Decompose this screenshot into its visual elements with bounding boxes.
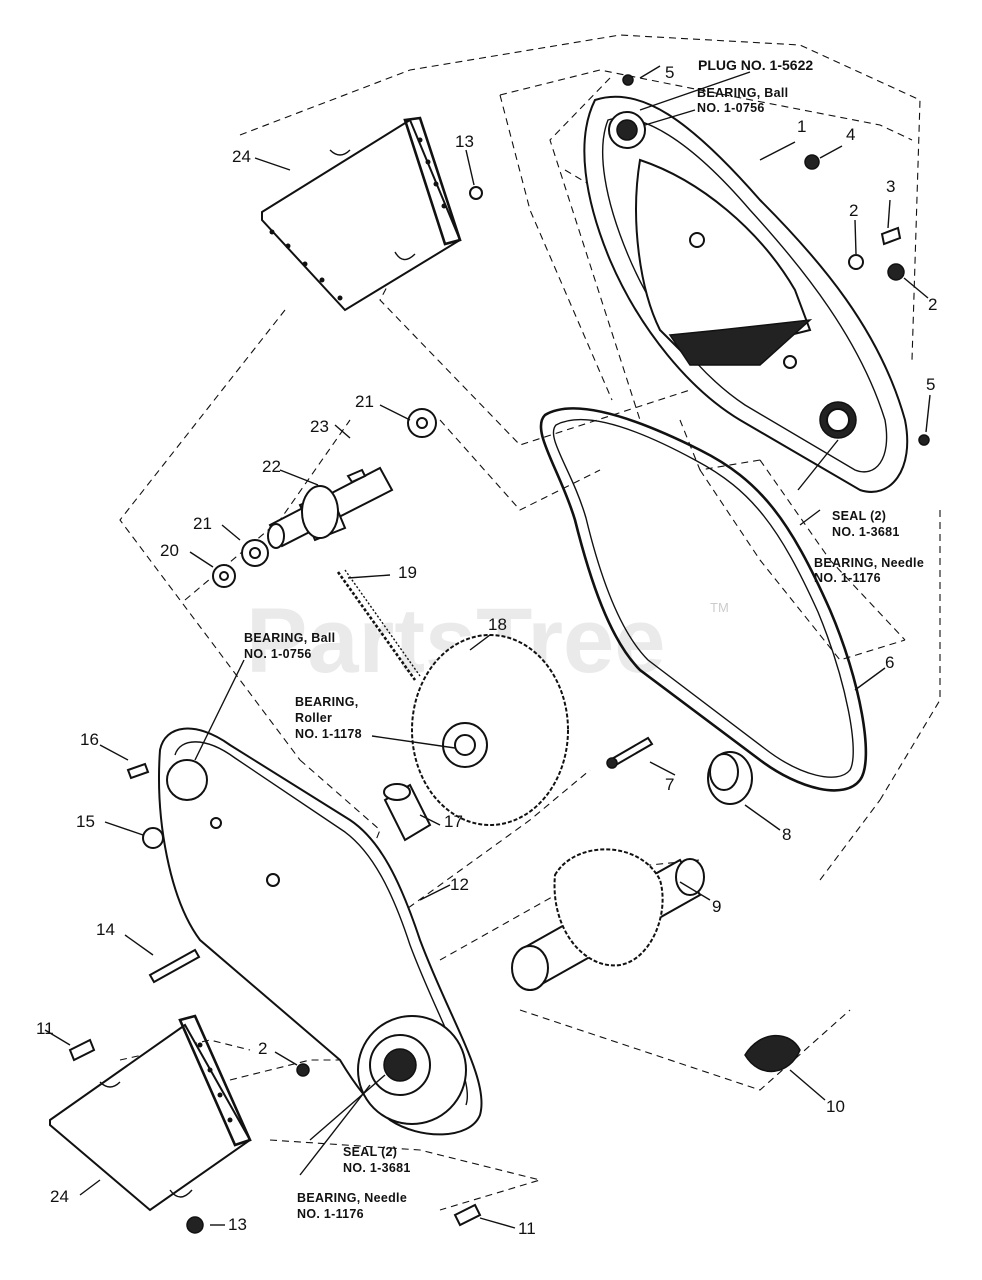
callout-6: 6 <box>885 653 894 672</box>
callout-23: 23 <box>310 417 329 436</box>
part-9-gear-shaft <box>511 848 705 991</box>
note-seal-right-2: NO. 1-3681 <box>832 525 900 539</box>
part-8-bearing <box>707 751 753 805</box>
callout-24-bottom: 24 <box>50 1187 69 1206</box>
note-seal-bottom-1: SEAL (2) <box>343 1145 397 1159</box>
part-7-bolt <box>606 736 654 769</box>
callout-14: 14 <box>96 920 115 939</box>
callout-17: 17 <box>444 812 463 831</box>
callout-13-top: 13 <box>455 132 474 151</box>
callout-19: 19 <box>398 563 417 582</box>
callout-12: 12 <box>450 875 469 894</box>
part-10-chain-segment <box>744 1034 801 1072</box>
note-needle-right-1: BEARING, Needle <box>814 556 924 570</box>
callout-15: 15 <box>76 812 95 831</box>
callout-5-right: 5 <box>926 375 935 394</box>
part-17-spacer <box>383 783 432 842</box>
part-19-chain <box>336 569 421 681</box>
note-ball-top-1: BEARING, Ball <box>697 86 788 100</box>
note-roller-3: NO. 1-1178 <box>295 727 362 741</box>
part-24-bottom-panel <box>49 1014 252 1212</box>
watermark-trademark: TM <box>710 600 729 615</box>
note-roller-1: BEARING, <box>295 695 359 709</box>
callout-22: 22 <box>262 457 281 476</box>
bearing-notes: PLUG NO. 1-5622 BEARING, Ball NO. 1-0756… <box>244 57 924 1221</box>
callout-20: 20 <box>160 541 179 560</box>
callout-3: 3 <box>886 177 895 196</box>
callout-11-bottom: 11 <box>518 1219 536 1238</box>
hardware-right <box>622 74 930 446</box>
callout-7: 7 <box>665 775 674 794</box>
callout-5-top: 5 <box>665 63 674 82</box>
callout-24-top: 24 <box>232 147 251 166</box>
callout-18: 18 <box>488 615 507 634</box>
callout-9: 9 <box>712 897 721 916</box>
callout-1: 1 <box>797 117 806 136</box>
callout-16: 16 <box>80 730 99 749</box>
note-seal-bottom-2: NO. 1-3681 <box>343 1161 411 1175</box>
note-ball-left-2: NO. 1-0756 <box>244 647 312 661</box>
part-18-sprocket <box>411 634 569 826</box>
note-ball-top-2: NO. 1-0756 <box>697 101 765 115</box>
callout-2-right-b: 2 <box>928 295 937 314</box>
note-ball-left-1: BEARING, Ball <box>244 631 335 645</box>
note-needle-bottom-1: BEARING, Needle <box>297 1191 407 1205</box>
note-roller-2: Roller <box>295 711 332 725</box>
note-needle-bottom-2: NO. 1-1176 <box>297 1207 364 1221</box>
part-6-gasket <box>539 407 868 792</box>
part-24-top-panel <box>261 116 462 312</box>
callout-2-bottom: 2 <box>258 1039 267 1058</box>
callout-4: 4 <box>846 125 855 144</box>
part-12-left-housing <box>158 727 483 1136</box>
note-needle-right-2: NO. 1-1176 <box>814 571 881 585</box>
part-22-shaft-assembly <box>212 408 437 588</box>
callout-2-right-a: 2 <box>849 201 858 220</box>
callout-8: 8 <box>782 825 791 844</box>
callout-numbers: 5 1 4 3 2 2 5 6 7 8 9 10 11 11 12 13 13 … <box>36 63 937 1238</box>
callout-11-left: 11 <box>36 1019 54 1038</box>
note-seal-right-1: SEAL (2) <box>832 509 886 523</box>
part-1-right-housing <box>583 95 909 493</box>
note-plug: PLUG NO. 1-5622 <box>698 57 813 73</box>
callout-10: 10 <box>826 1097 845 1116</box>
leader-lines <box>44 65 931 1229</box>
callout-21-left: 21 <box>193 514 212 533</box>
hardware-left <box>68 186 483 1234</box>
callout-13-bottom: 13 <box>228 1215 247 1234</box>
callout-21-top: 21 <box>355 392 374 411</box>
